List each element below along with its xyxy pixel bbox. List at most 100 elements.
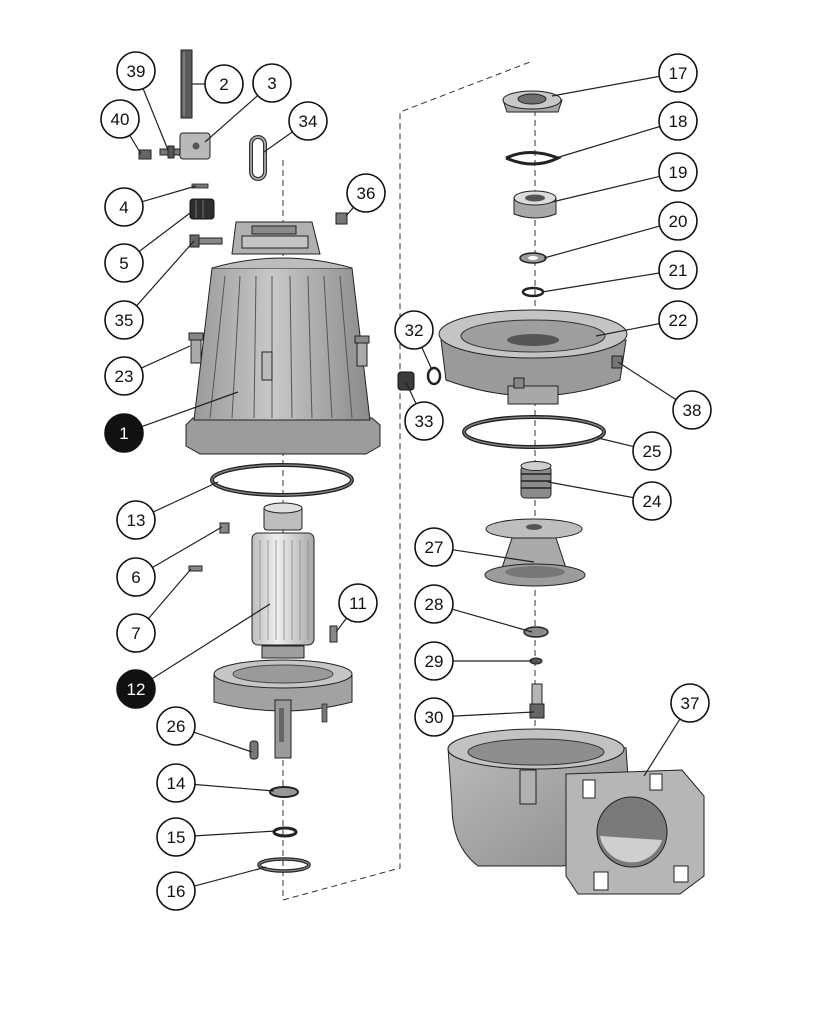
callout-circle-15 [156, 817, 196, 857]
leader-line-20 [543, 225, 660, 259]
callout-circle-1 [104, 413, 144, 453]
part-12-rotor [213, 502, 353, 759]
callout-circle-25 [632, 431, 672, 471]
part-25-o-ring [462, 415, 606, 449]
leader-line-15 [194, 830, 277, 837]
callout-19: 19 [658, 152, 698, 192]
leader-line-40 [129, 134, 142, 155]
callout-28: 28 [414, 584, 454, 624]
callout-number-5: 5 [119, 254, 128, 273]
leader-line-22 [595, 323, 660, 337]
callout-14: 14 [156, 763, 196, 803]
callout-12: 12 [116, 669, 156, 709]
leader-line-19 [551, 175, 660, 203]
callout-33: 33 [404, 401, 444, 441]
callout-number-19: 19 [669, 163, 688, 182]
callout-number-35: 35 [115, 311, 134, 330]
part-34-eyebolt [249, 135, 267, 181]
part-18-circlip [505, 151, 562, 166]
callout-circle-26 [156, 706, 196, 746]
part-24-mechanical-seal [520, 461, 552, 499]
callout-circle-21 [658, 250, 698, 290]
part-30-bolt [529, 683, 545, 719]
leader-line-1 [141, 391, 239, 428]
callout-circle-36 [346, 173, 386, 213]
callout-number-4: 4 [119, 198, 128, 217]
leader-line-37 [643, 718, 681, 777]
part-4-pin [191, 183, 209, 189]
callout-number-18: 18 [669, 112, 688, 131]
leader-line-6 [152, 526, 223, 569]
callout-27: 27 [414, 527, 454, 567]
callout-11: 11 [338, 583, 378, 623]
callout-36: 36 [346, 173, 386, 213]
leader-line-26 [193, 731, 253, 753]
callout-circle-16 [156, 871, 196, 911]
leader-line-4 [142, 185, 197, 203]
callout-circle-30 [414, 697, 454, 737]
callout-number-17: 17 [669, 64, 688, 83]
callout-number-40: 40 [111, 110, 130, 129]
callout-number-7: 7 [131, 624, 140, 643]
leader-line-35 [136, 240, 195, 307]
part-3-clamp [179, 132, 211, 160]
leader-line-28 [452, 608, 533, 633]
callout-number-27: 27 [425, 538, 444, 557]
leader-line-17 [551, 75, 660, 97]
leader-line-25 [597, 437, 634, 448]
callout-number-26: 26 [167, 717, 186, 736]
part-14-washer [269, 786, 299, 798]
part-2-cable-gland [180, 49, 193, 119]
part-28-washer [523, 626, 549, 638]
leader-line-34 [263, 131, 293, 153]
callout-circle-3 [252, 63, 292, 103]
callout-number-23: 23 [115, 367, 134, 386]
callout-circle-5 [104, 243, 144, 283]
callout-circle-35 [104, 300, 144, 340]
leader-lines [129, 75, 681, 887]
callout-35: 35 [104, 300, 144, 340]
leader-line-7 [147, 568, 192, 619]
callout-circle-32 [394, 310, 434, 350]
callout-circle-7 [116, 613, 156, 653]
leader-line-21 [541, 272, 660, 293]
callout-6: 6 [116, 557, 156, 597]
callout-number-36: 36 [357, 184, 376, 203]
callout-circle-39 [116, 51, 156, 91]
leader-line-23 [141, 345, 191, 369]
part-37-volute-casing [447, 728, 705, 895]
leader-line-32 [421, 347, 433, 371]
callout-circle-20 [658, 201, 698, 241]
callout-7: 7 [116, 613, 156, 653]
leader-line-30 [452, 711, 535, 717]
callout-17: 17 [658, 53, 698, 93]
callout-number-37: 37 [681, 694, 700, 713]
callout-number-24: 24 [643, 492, 662, 511]
part-20-washer [519, 252, 547, 264]
callout-number-15: 15 [167, 828, 186, 847]
callout-circle-40 [100, 99, 140, 139]
callout-20: 20 [658, 201, 698, 241]
part-36-nut [335, 212, 348, 225]
callout-number-2: 2 [219, 75, 228, 94]
part-21-ring [521, 286, 545, 298]
callout-number-34: 34 [299, 112, 318, 131]
part-1-motor-housing [185, 221, 381, 455]
callout-circle-6 [116, 557, 156, 597]
callout-circle-17 [658, 53, 698, 93]
callout-number-6: 6 [131, 568, 140, 587]
callout-32: 32 [394, 310, 434, 350]
part-27-impeller [484, 518, 586, 587]
callout-circle-38 [672, 390, 712, 430]
callout-16: 16 [156, 871, 196, 911]
leader-line-16 [194, 866, 267, 887]
callout-number-3: 3 [267, 74, 276, 93]
callout-23: 23 [104, 356, 144, 396]
callout-24: 24 [632, 481, 672, 521]
callout-number-33: 33 [415, 412, 434, 431]
callout-circle-33 [404, 401, 444, 441]
callout-circle-27 [414, 527, 454, 567]
callout-number-22: 22 [669, 311, 688, 330]
callout-34: 34 [288, 101, 328, 141]
